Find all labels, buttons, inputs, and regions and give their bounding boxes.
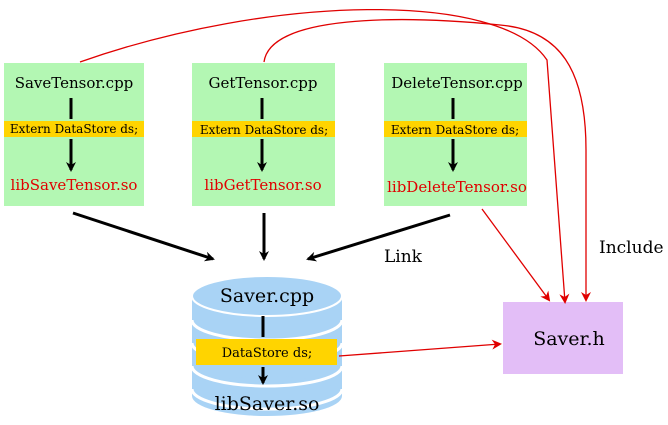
cylinder-separator	[190, 365, 344, 388]
extern-decl-band-deletetensor	[384, 121, 527, 137]
include-arrow-saver	[338, 339, 502, 357]
extern-decl-label: Extern DataStore ds;	[391, 123, 519, 137]
lib-output-label: libDeleteTensor.so	[387, 178, 527, 196]
lib-output-label: libGetTensor.so	[204, 176, 321, 194]
include-arrow-savetensor	[79, 8, 570, 304]
link-arrow-deletetensor	[306, 213, 451, 262]
source-file-label: SaveTensor.cpp	[15, 74, 134, 92]
lib-output-label: libSaveTensor.so	[11, 176, 138, 194]
cylinder-separator	[190, 388, 344, 411]
source-node-gettensor: GetTensor.cpp Extern DataStore ds; libGe…	[192, 63, 335, 206]
header-box	[503, 302, 623, 374]
extern-decl-label: Extern DataStore ds;	[10, 122, 138, 136]
saver-lib-label: libSaver.so	[215, 393, 320, 415]
saver-cylinder: Saver.cpp DataStore ds; libSaver.so	[190, 275, 344, 416]
include-arrow-deletetensor	[481, 208, 551, 302]
definition-band	[196, 339, 337, 365]
source-node-savetensor: SaveTensor.cpp Extern DataStore ds; libS…	[4, 63, 144, 206]
cylinder-top	[191, 275, 343, 317]
source-file-label: DeleteTensor.cpp	[391, 74, 522, 92]
saver-decl-label: DataStore ds;	[222, 346, 313, 361]
include-edge-label: Include	[599, 238, 664, 258]
link-arrow-savetensor	[72, 211, 215, 262]
header-node-saver-h: Saver.h	[503, 302, 623, 374]
extern-decl-band-gettensor	[192, 121, 335, 137]
extern-decl-band-savetensor	[4, 121, 144, 137]
source-file-label: GetTensor.cpp	[209, 74, 318, 92]
source-node-deletetensor: DeleteTensor.cpp Extern DataStore ds; li…	[384, 63, 527, 206]
header-file-label: Saver.h	[533, 328, 605, 350]
saver-file-label: Saver.cpp	[220, 285, 314, 307]
extern-decl-label: Extern DataStore ds;	[200, 123, 328, 137]
link-edge-label: Link	[384, 247, 423, 267]
include-arrow-gettensor	[263, 19, 591, 302]
